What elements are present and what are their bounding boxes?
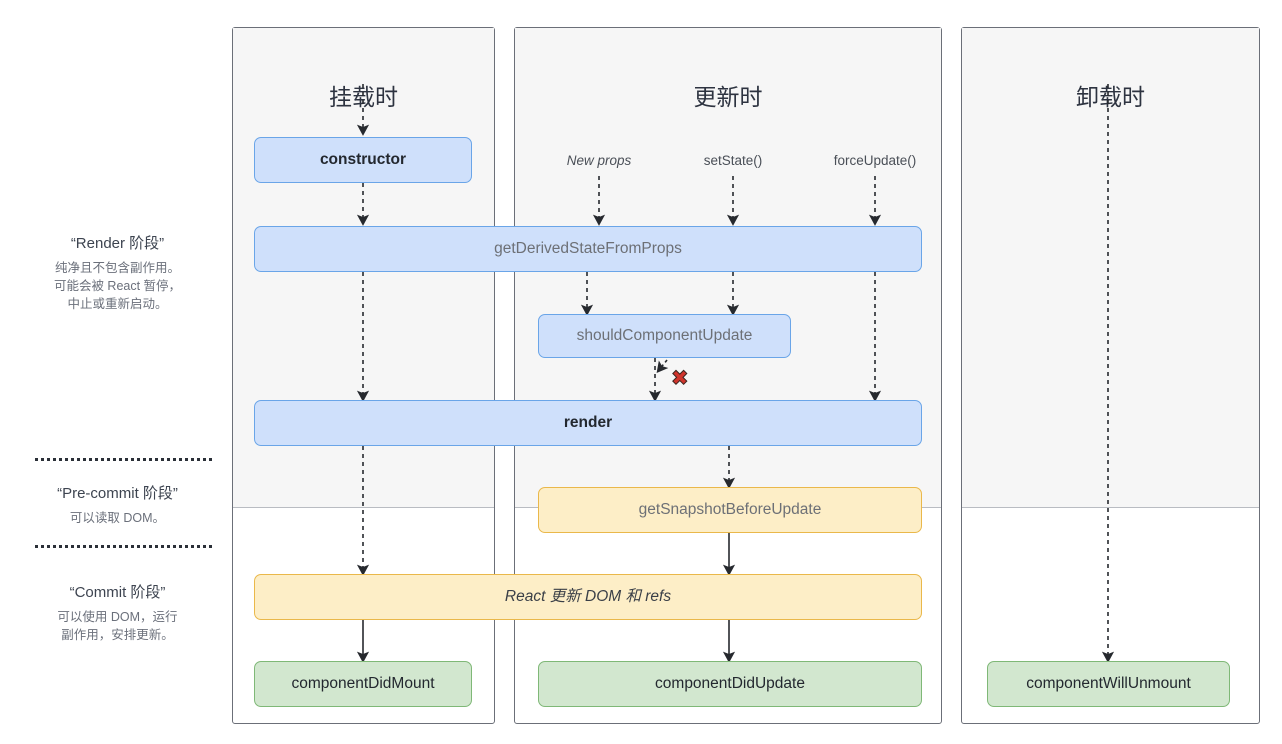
node-component-did-update-label: componentDidUpdate	[655, 675, 805, 693]
node-component-will-unmount-label: componentWillUnmount	[1026, 675, 1191, 693]
trigger-new-props: New props	[566, 153, 632, 168]
legend-commit-phase: “Commit 阶段” 可以使用 DOM，运行 副作用，安排更新。	[10, 581, 225, 644]
divider-above-pre-commit	[35, 458, 212, 461]
node-get-snapshot-before-update-label: getSnapshotBeforeUpdate	[638, 501, 822, 519]
legend-commit-phase-title: “Commit 阶段”	[69, 584, 166, 601]
node-component-did-mount-label: componentDidMount	[291, 675, 435, 693]
legend-commit-phase-desc: 可以使用 DOM，运行 副作用，安排更新。	[57, 610, 178, 643]
node-render-label: render	[563, 414, 613, 432]
node-render[interactable]: render	[254, 400, 922, 446]
bail-out-cross-icon: ✖	[671, 367, 690, 390]
node-react-updates-dom-label: React 更新 DOM 和 refs	[504, 588, 672, 606]
legend-render-phase-desc: 纯净且不包含副作用。 可能会被 React 暂停， 中止或重新启动。	[53, 261, 182, 312]
legend-pre-commit-phase-title: “Pre-commit 阶段”	[57, 485, 178, 502]
node-should-component-update-label: shouldComponentUpdate	[576, 327, 753, 345]
node-component-did-update[interactable]: componentDidUpdate	[538, 661, 922, 707]
legend-render-phase: “Render 阶段” 纯净且不包含副作用。 可能会被 React 暂停， 中止…	[10, 232, 225, 313]
column-unmounting-render-band	[962, 28, 1259, 508]
node-should-component-update[interactable]: shouldComponentUpdate	[538, 314, 791, 358]
column-unmounting-header: 卸载时	[1076, 84, 1145, 110]
node-constructor[interactable]: constructor	[254, 137, 472, 183]
legend-render-phase-title: “Render 阶段”	[70, 235, 165, 252]
trigger-force-update: forceUpdate()	[833, 153, 917, 168]
node-constructor-label: constructor	[319, 151, 407, 169]
column-updating-header: 更新时	[693, 84, 763, 110]
column-mounting-header: 挂载时	[329, 84, 398, 110]
node-get-derived-state-from-props-label: getDerivedStateFromProps	[494, 240, 682, 258]
node-get-snapshot-before-update[interactable]: getSnapshotBeforeUpdate	[538, 487, 922, 533]
node-react-updates-dom[interactable]: React 更新 DOM 和 refs	[254, 574, 922, 620]
legend-pre-commit-phase: “Pre-commit 阶段” 可以读取 DOM。	[10, 482, 225, 527]
column-unmounting: 卸载时	[961, 27, 1260, 724]
node-component-did-mount[interactable]: componentDidMount	[254, 661, 472, 707]
node-component-will-unmount[interactable]: componentWillUnmount	[987, 661, 1230, 707]
divider-above-commit	[35, 545, 212, 548]
trigger-set-state: setState()	[703, 153, 763, 168]
legend-pre-commit-phase-desc: 可以读取 DOM。	[69, 511, 166, 525]
node-get-derived-state-from-props[interactable]: getDerivedStateFromProps	[254, 226, 922, 272]
